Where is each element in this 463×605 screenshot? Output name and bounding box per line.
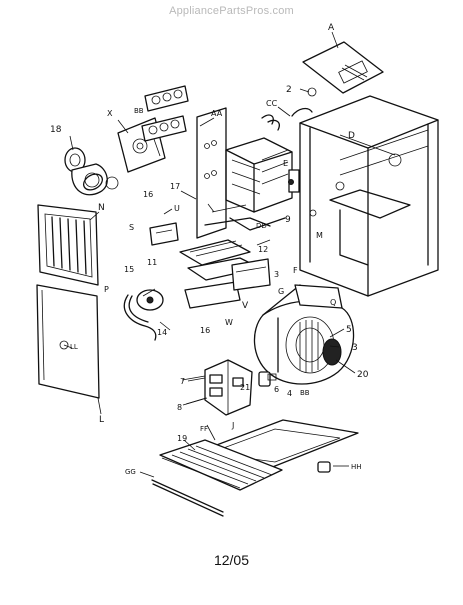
callout-w: W xyxy=(225,318,233,327)
callout-e: E xyxy=(283,159,288,168)
callout-6: 6 xyxy=(274,385,279,394)
callout-s: S xyxy=(129,223,134,232)
callout-bb-lower: BB xyxy=(300,389,310,397)
callout-17: 17 xyxy=(170,182,180,191)
filter-rail-edge xyxy=(152,483,224,517)
furnace-cabinet xyxy=(299,95,439,297)
small-hardware xyxy=(163,87,317,381)
callout-16-lower: 16 xyxy=(200,326,210,335)
callout-g: G xyxy=(278,287,284,296)
callout-gg: GG xyxy=(125,468,136,476)
callout-2: 2 xyxy=(286,85,292,95)
callout-dd: DD xyxy=(256,222,267,230)
callout-12: 12 xyxy=(258,245,268,254)
callout-n: N xyxy=(98,203,105,213)
callout-4: 4 xyxy=(287,389,292,398)
callout-cc: CC xyxy=(266,99,278,108)
callout-3-upper: 3 xyxy=(274,270,279,279)
callout-20: 20 xyxy=(357,370,369,380)
blower-housing xyxy=(253,284,355,385)
callout-d: D xyxy=(348,131,355,141)
callout-8: 8 xyxy=(177,403,182,412)
callout-11: 11 xyxy=(147,258,157,267)
burner-box-parts-v-w xyxy=(184,257,271,309)
callout-hh: HH xyxy=(351,463,362,471)
control-box-part-j xyxy=(181,359,253,416)
callout-a: A xyxy=(328,23,335,33)
callout-18: 18 xyxy=(50,125,62,135)
leader-lines xyxy=(63,31,356,478)
top-panel-part-a xyxy=(302,41,384,94)
callout-9: 9 xyxy=(285,215,291,225)
capacitor-part-6 xyxy=(258,371,271,387)
callout-f-upper: F xyxy=(293,266,298,275)
lower-door-part-l xyxy=(36,284,100,399)
callout-21: 21 xyxy=(240,383,250,392)
callout-l: L xyxy=(99,415,104,425)
control-module-part-s xyxy=(149,222,179,246)
callout-3: 3 xyxy=(352,343,358,353)
callout-aa: AA xyxy=(211,109,223,118)
callout-m: M xyxy=(316,231,323,240)
callout-ll: LL xyxy=(70,343,78,351)
callout-u: U xyxy=(174,204,180,213)
upper-door-grille-part-n xyxy=(37,204,99,286)
pressure-switch-part-15 xyxy=(123,289,164,341)
base-and-filter-part-ff xyxy=(159,419,359,491)
callout-v: V xyxy=(242,301,249,311)
callout-19: 19 xyxy=(177,434,187,443)
callout-15: 15 xyxy=(124,265,134,274)
callout-q: Q xyxy=(330,298,336,307)
callout-14: 14 xyxy=(157,328,167,337)
callout-labels: A 2 CC AA BB X 18 D 17 16 S U E DD 9 M 1… xyxy=(50,23,369,476)
callout-j: J xyxy=(231,421,234,430)
inducer-blower-part-18 xyxy=(64,147,108,196)
burner-manifold xyxy=(179,204,271,266)
gasket-plates-part-bb xyxy=(141,85,189,142)
callout-7: 7 xyxy=(180,377,185,386)
watermark: AppliancePartsPros.com xyxy=(169,5,294,17)
inducer-gasket-ring xyxy=(105,176,119,190)
plug-part-hh xyxy=(317,461,331,473)
callout-16-top: 16 xyxy=(143,190,153,199)
revision-date: 12/05 xyxy=(213,552,250,568)
filter-rail-part-gg xyxy=(151,479,224,513)
callout-x: X xyxy=(107,109,113,118)
callout-5: 5 xyxy=(346,325,352,335)
callout-p: P xyxy=(104,285,109,294)
heat-exchanger-assembly xyxy=(196,107,300,239)
callout-ff: FF xyxy=(200,425,208,433)
callout-bb-top: BB xyxy=(134,107,144,115)
